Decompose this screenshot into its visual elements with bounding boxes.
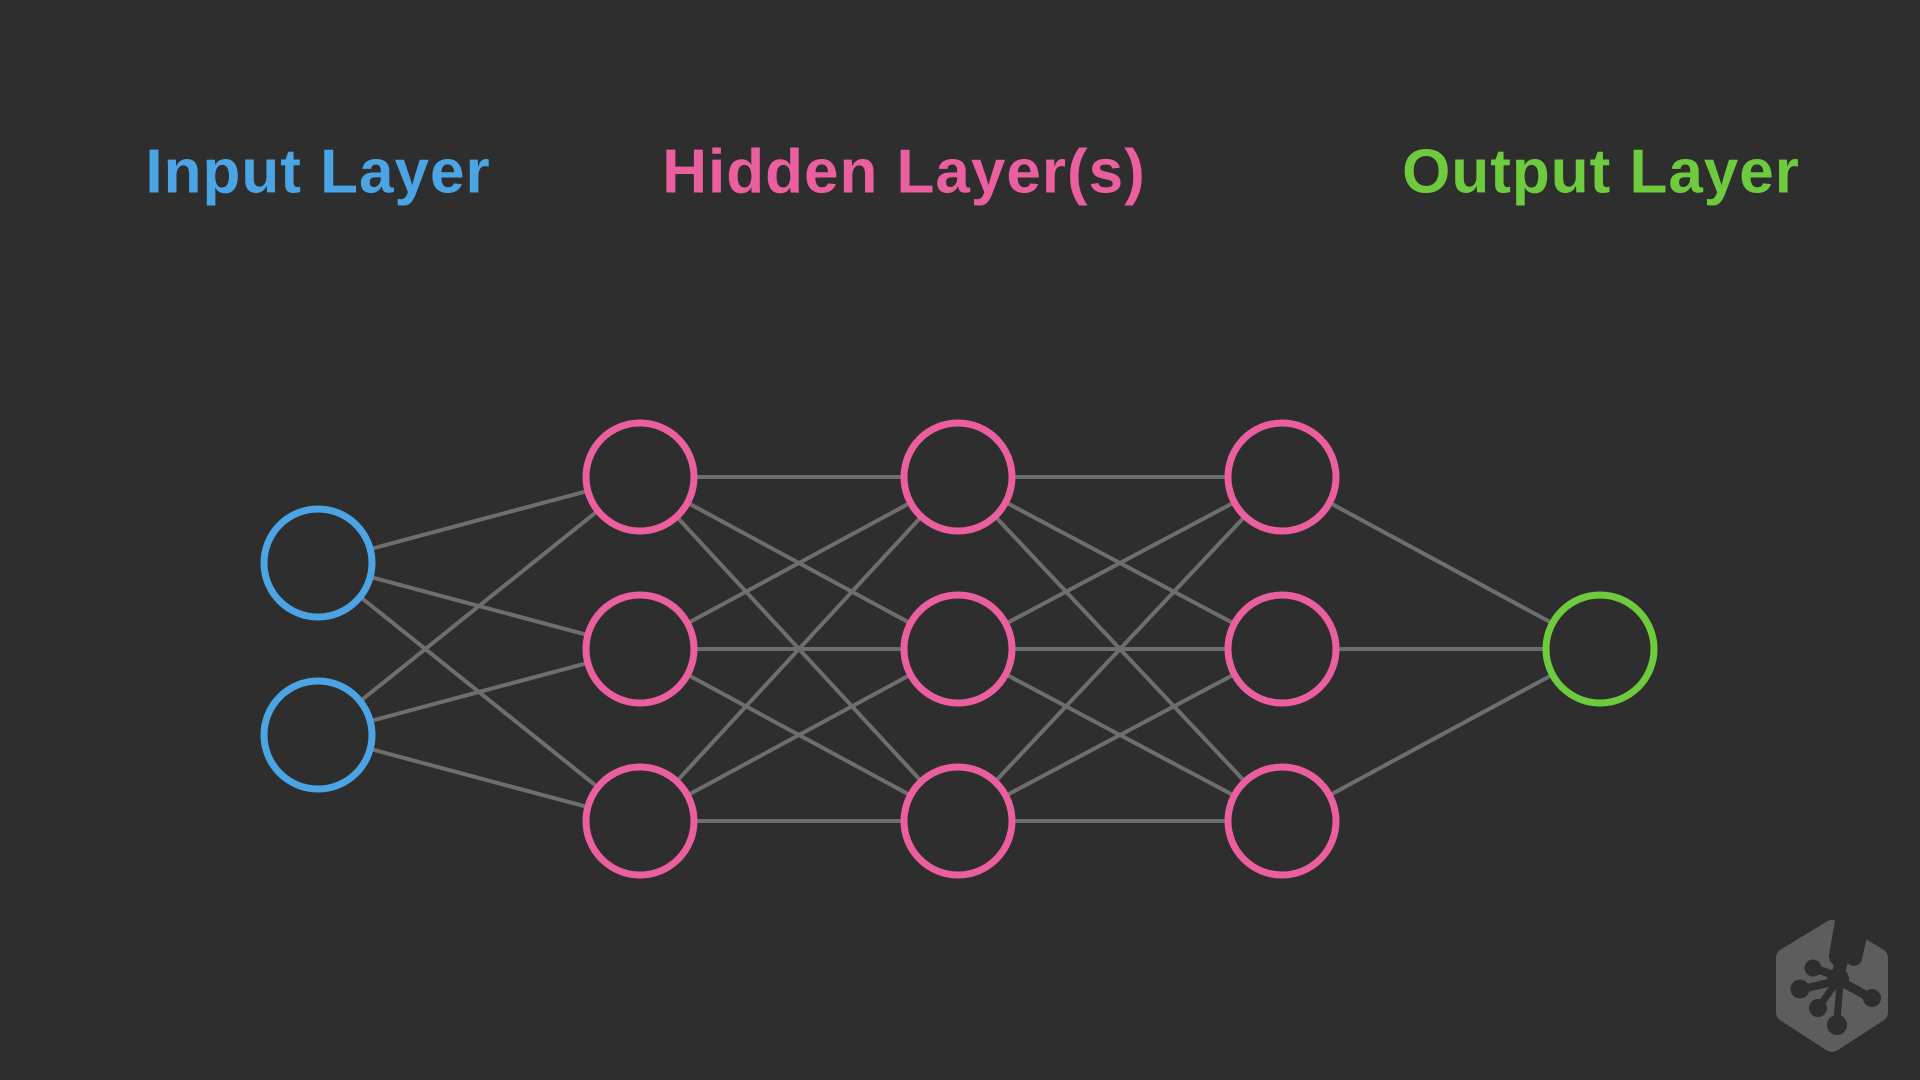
output-layer-title: Output Layer — [1402, 137, 1800, 207]
logo-cutout — [1790, 912, 1881, 1035]
network-edge — [638, 475, 960, 823]
network-node-hidden-3-1 — [1224, 591, 1340, 707]
treehouse-logo-icon — [1776, 912, 1888, 1052]
network-node-output-0 — [1542, 591, 1658, 707]
network-edge — [1281, 647, 1601, 823]
input-layer-title: Input Layer — [145, 137, 491, 207]
network-node-hidden-3-0 — [1224, 419, 1340, 535]
network-edge — [639, 647, 959, 823]
hidden-layer-title: Hidden Layer(s) — [662, 137, 1146, 207]
network-edge — [639, 475, 959, 651]
network-edge — [957, 647, 1283, 823]
network-node-hidden-3-2 — [1224, 763, 1340, 879]
network-node-input-0 — [260, 505, 376, 621]
network-node-hidden-1-2 — [582, 763, 698, 879]
network-edge — [957, 475, 1283, 651]
network-edge — [316, 475, 642, 737]
network-node-hidden-2-2 — [900, 763, 1016, 879]
network-node-hidden-2-1 — [900, 591, 1016, 707]
network-node-hidden-1-0 — [582, 419, 698, 535]
network-edge — [1281, 475, 1601, 651]
network-node-hidden-1-1 — [582, 591, 698, 707]
network-edge — [956, 475, 1284, 823]
network-node-input-1 — [260, 677, 376, 793]
network-node-hidden-2-0 — [900, 419, 1016, 535]
